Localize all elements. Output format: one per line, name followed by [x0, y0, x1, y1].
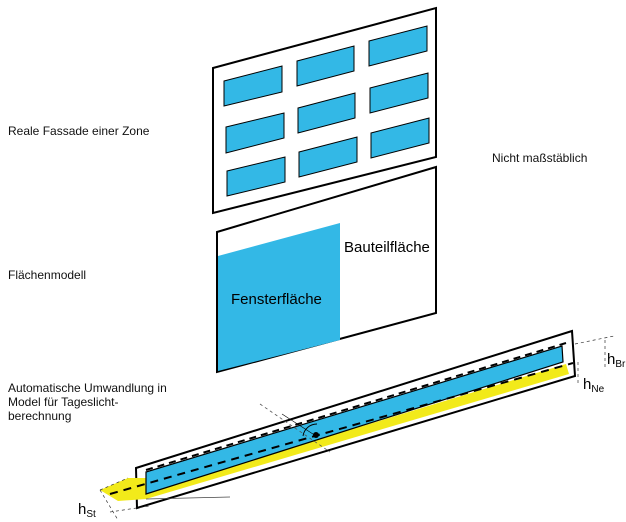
window-area-text: Fensterfläche [231, 291, 322, 308]
real-facade-panel [212, 6, 437, 215]
facade-window [297, 92, 356, 134]
h-st-label: hSt [78, 501, 96, 520]
surface-model-panel: Bauteilfläche Fensterfläche [216, 165, 437, 374]
st-guide-low [109, 505, 151, 513]
facade-window [368, 25, 428, 67]
facade-window [298, 136, 358, 178]
facade-windows [223, 25, 430, 197]
st-guide-top [99, 477, 129, 491]
normal-dashed-line [259, 403, 331, 453]
dashed-bottom-line [109, 362, 574, 495]
conversion-label-line2: Model für Tageslicht- [8, 395, 119, 409]
normal-line [281, 413, 317, 437]
facade-window [296, 45, 355, 87]
facade-window [225, 112, 285, 154]
daylight-model: hBr hNe hSt [78, 329, 626, 521]
window-strip [145, 345, 564, 495]
conversion-label-line1: Automatische Umwandlung in [8, 381, 167, 395]
conversion-label: Automatische Umwandlung in Model für Tag… [8, 381, 167, 423]
surface-model-label: Flächenmodell [8, 268, 87, 282]
facade-window [223, 65, 283, 107]
dashed-top-line [145, 342, 567, 471]
h-br-label: hBr [607, 351, 626, 370]
yellow-sill-strip [146, 364, 569, 499]
real-facade-label: Reale Fassade einer Zone [8, 124, 150, 138]
normal-point [313, 432, 319, 438]
scale-note-label: Nicht maßstäblich [492, 151, 588, 165]
right-angle-arc [302, 423, 318, 437]
conversion-label-line3: berechnung [8, 409, 72, 423]
yellow-wedge [100, 478, 146, 501]
st-guide-bottom [145, 496, 231, 500]
h-ne-label: hNe [583, 376, 605, 395]
br-guide-top [574, 335, 615, 345]
window-area-shape [218, 223, 340, 371]
component-area-text: Bauteilfläche [344, 239, 430, 256]
facade-window [370, 117, 430, 159]
facade-window [369, 72, 429, 114]
facade-window [226, 156, 286, 197]
